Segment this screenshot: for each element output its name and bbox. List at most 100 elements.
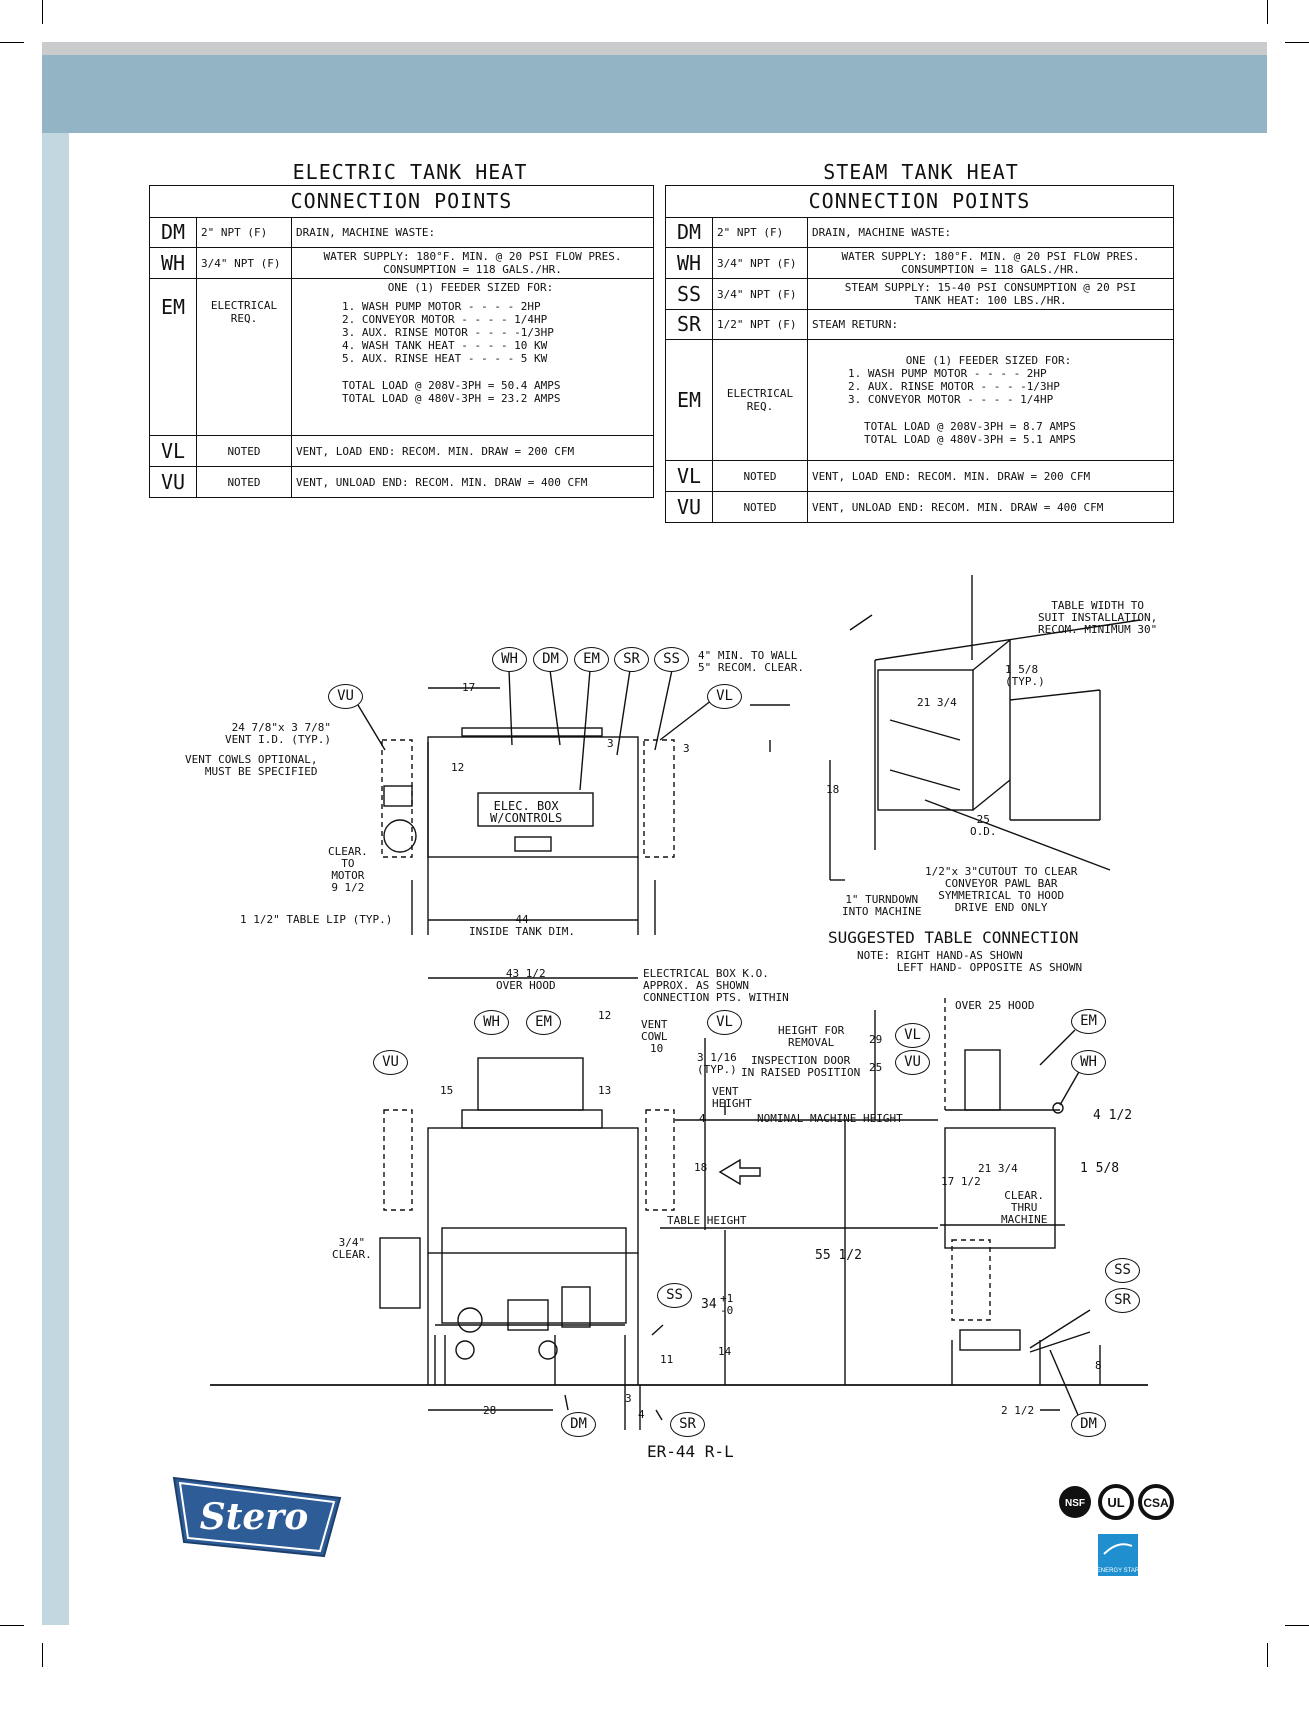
top-band [42, 42, 1267, 55]
sr-bubble: SR [670, 1412, 705, 1437]
dim-label: 55 1/2 [815, 1248, 862, 1263]
vent-cowl-label: VENT COWL [641, 1018, 668, 1043]
desc-cell: ONE (1) FEEDER SIZED FOR: 1. WASH PUMP M… [291, 278, 654, 436]
elec-box-label: ELEC. BOX W/CONTROLS [490, 799, 563, 825]
front-hood [427, 1127, 639, 1254]
code-cell: EM [665, 339, 713, 461]
code-cell: EM [149, 278, 197, 436]
vu-bubble: VU [328, 684, 363, 709]
ss-bubble: SS [657, 1283, 692, 1308]
dim-label: 17 [462, 681, 476, 694]
dim-label: 14 [718, 1345, 732, 1358]
desc-cell: VENT, UNLOAD END: RECOM. MIN. DRAW = 400… [291, 466, 654, 498]
dim-label: +1 -0 [720, 1292, 734, 1317]
desc-line: TANK HEAT: 100 LBS./HR. [914, 294, 1067, 307]
code-cell: WH [665, 247, 713, 279]
sr-bubble: SR [614, 647, 649, 672]
nsf-label: NSF [1065, 1498, 1085, 1509]
desc-cell: VENT, LOAD END: RECOM. MIN. DRAW = 200 C… [807, 460, 1174, 492]
dim-label: 34 [701, 1297, 717, 1312]
dim-label: 3 [607, 737, 614, 750]
electric-table: CONNECTION POINTS DM 2" NPT (F) DRAIN, M… [149, 185, 654, 498]
clear-motor-label: CLEAR. TO MOTOR 9 1/2 [328, 845, 368, 894]
sr-bubble: SR [1105, 1288, 1140, 1313]
height-removal-label: HEIGHT FOR REMOVAL [778, 1024, 845, 1049]
vent-height-label: VENT HEIGHT [712, 1085, 752, 1110]
desc-line: 4. WASH TANK HEAT - - - - 10 KW [342, 339, 548, 352]
dim-label: 17 1/2 [941, 1175, 981, 1188]
size-cell: 3/4" NPT (F) [712, 247, 808, 279]
csa-label: CSA [1143, 1496, 1169, 1510]
desc-cell: VENT, LOAD END: RECOM. MIN. DRAW = 200 C… [291, 435, 654, 467]
crop-mark [0, 1625, 24, 1626]
energy-star-icon [1098, 1534, 1138, 1576]
dim-label: 12 [598, 1009, 612, 1022]
desc-line: 1. WASH PUMP MOTOR - - - - 2HP [848, 367, 1047, 380]
inspection-door-label: INSPECTION DOOR IN RAISED POSITION [741, 1054, 861, 1079]
dim-label: 21 3/4 [978, 1162, 1018, 1175]
table-lip-label: 1 1/2" TABLE LIP (TYP.) [240, 913, 393, 926]
dim-label: 13 [598, 1084, 612, 1097]
crop-mark [1267, 1643, 1268, 1667]
desc-line: WATER SUPPLY: 180°F. MIN. @ 20 PSI FLOW … [323, 250, 622, 263]
brand-name: Stero [200, 1496, 309, 1538]
crop-mark [0, 42, 24, 43]
typ-158-label: 1 5/8 (TYP.) [1005, 663, 1045, 688]
desc-cell: STEAM RETURN: [807, 309, 1174, 340]
csa-icon [1138, 1484, 1174, 1520]
dim-label: 4 [638, 1408, 645, 1421]
note-label: NOTE: RIGHT HAND-AS SHOWN LEFT HAND- OPP… [857, 949, 1083, 974]
nominal-height-label: NOMINAL MACHINE HEIGHT [757, 1112, 903, 1125]
desc-line: DRAIN, MACHINE WASTE: [296, 226, 436, 239]
desc-line: TOTAL LOAD @ 208V-3PH = 8.7 AMPS [864, 420, 1076, 433]
electric-header: CONNECTION POINTS [149, 185, 654, 218]
vl-bubble: VL [707, 684, 742, 709]
dim-label: 21 3/4 [917, 696, 957, 709]
ul-icon [1098, 1484, 1134, 1520]
size-cell: ELECTRICAL REQ. [196, 278, 292, 436]
steam-header: CONNECTION POINTS [665, 185, 1174, 218]
desc-cell: VENT, UNLOAD END: RECOM. MIN. DRAW = 400… [807, 491, 1174, 523]
dim-label: 4 [699, 1112, 706, 1125]
dim-label: 12 [451, 761, 465, 774]
desc-line: VENT, LOAD END: RECOM. MIN. DRAW = 200 C… [812, 469, 1091, 483]
desc-line: STEAM SUPPLY: 15-40 PSI CONSUMPTION @ 20… [844, 281, 1137, 294]
desc-cell: ONE (1) FEEDER SIZED FOR: 1. WASH PUMP M… [807, 339, 1174, 461]
desc-cell: DRAIN, MACHINE WASTE: [807, 217, 1174, 248]
size-cell: NOTED [196, 466, 292, 498]
desc-line: 3. CONVEYOR MOTOR - - - - 1/4HP [848, 393, 1054, 406]
desc-line: TOTAL LOAD @ 208V-3PH = 50.4 AMPS [342, 379, 561, 392]
desc-line: VENT, UNLOAD END: RECOM. MIN. DRAW = 400… [812, 500, 1104, 514]
desc-cell: WATER SUPPLY: 180°F. MIN. @ 20 PSI FLOW … [291, 247, 654, 279]
crop-mark [42, 1643, 43, 1667]
desc-cell: STEAM SUPPLY: 15-40 PSI CONSUMPTION @ 20… [807, 278, 1174, 310]
desc-line: 3. AUX. RINSE MOTOR - - - -1/3HP [342, 326, 554, 339]
dim-label: 11 [660, 1353, 674, 1366]
dim-label: 18 [826, 783, 840, 796]
ss-bubble: SS [654, 647, 689, 672]
dim-label: 10 [650, 1042, 664, 1055]
wh-bubble: WH [1071, 1050, 1106, 1075]
vu-bubble: VU [895, 1050, 930, 1075]
dim-label: 3 [625, 1392, 632, 1405]
em-bubble: EM [1071, 1009, 1106, 1034]
dim-label: 28 [483, 1404, 497, 1417]
desc-line: 2. CONVEYOR MOTOR - - - - 1/4HP [342, 313, 548, 326]
desc-line: VENT, LOAD END: RECOM. MIN. DRAW = 200 C… [296, 444, 575, 458]
energy-star-label: ENERGY STAR [1097, 1568, 1140, 1574]
dim-label: 25 [869, 1061, 883, 1074]
clear-thru-label: CLEAR. THRU MACHINE [1001, 1189, 1048, 1226]
size-cell: NOTED [712, 460, 808, 492]
vent-cowls-label: VENT COWLS OPTIONAL, MUST BE SPECIFIED [185, 753, 318, 778]
desc-line: ONE (1) FEEDER SIZED FOR: [905, 354, 1072, 367]
stero-logo: Stero [172, 1476, 342, 1558]
od-label: 25 O.D. [970, 813, 997, 838]
certification-logos: NSF UL CSA ENERGY STAR [1059, 1484, 1174, 1576]
desc-line: WATER SUPPLY: 180°F. MIN. @ 20 PSI FLOW … [841, 250, 1140, 263]
model-caption: ER-44 R-L [647, 1442, 734, 1461]
table-width-label: TABLE WIDTH TO SUIT INSTALLATION, RECOM.… [1038, 599, 1158, 636]
suggested-caption: SUGGESTED TABLE CONNECTION [828, 928, 1079, 947]
size-cell: NOTED [196, 435, 292, 467]
nsf-icon [1059, 1486, 1091, 1518]
dim-label: 1 5/8 [1080, 1161, 1120, 1176]
